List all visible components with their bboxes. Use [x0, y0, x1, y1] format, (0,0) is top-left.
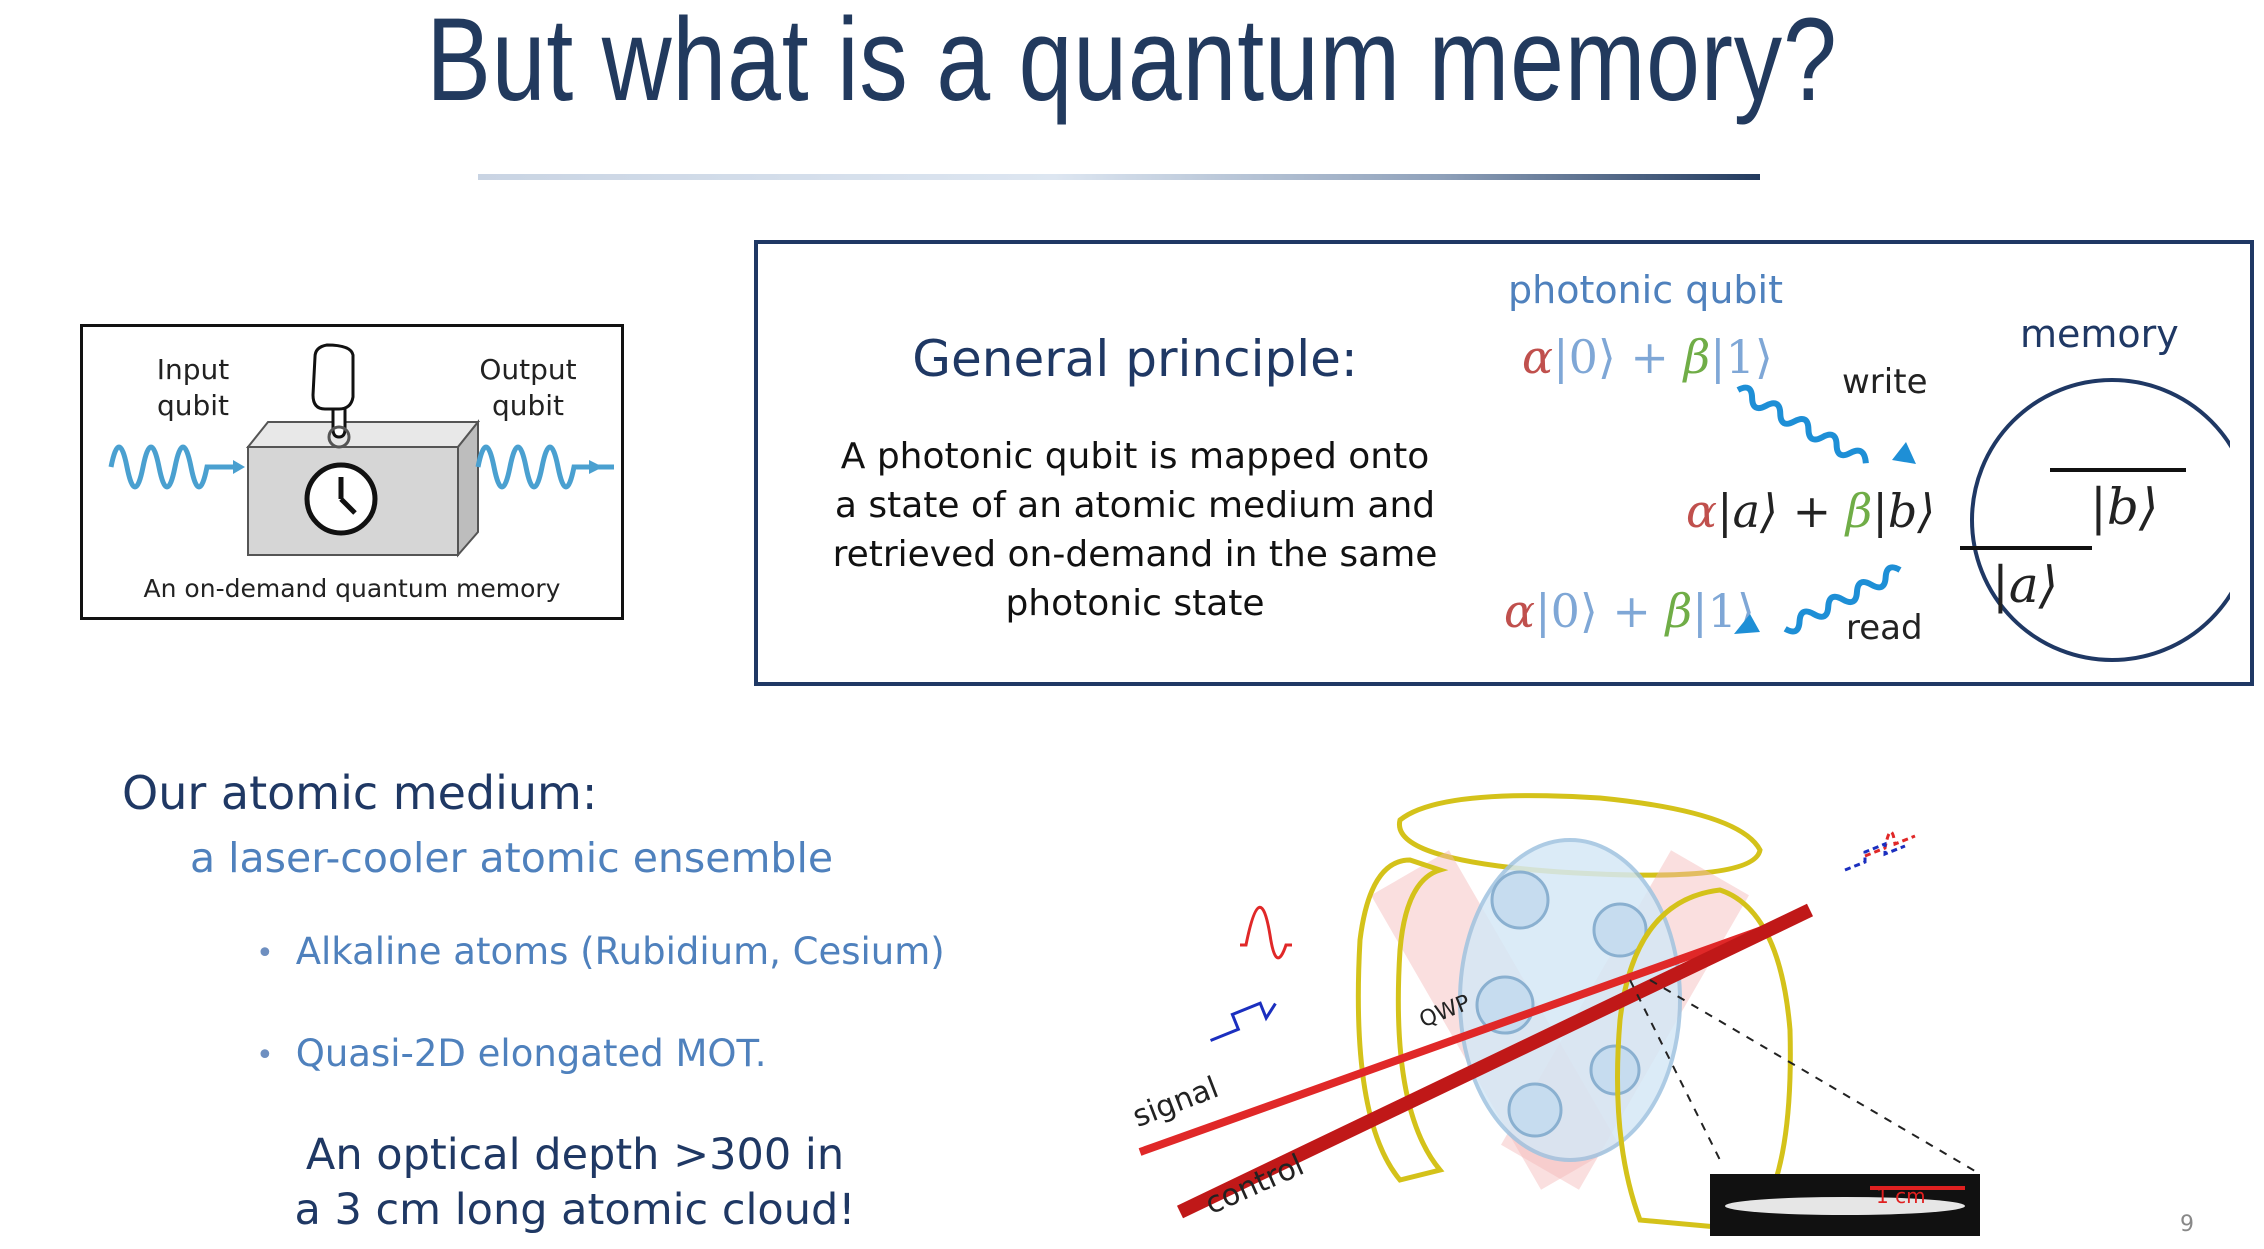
page-number: 9	[2180, 1212, 2194, 1237]
principle-line: a state of an atomic medium and	[834, 485, 1436, 526]
read-wave-arrow	[1783, 564, 1902, 635]
diagram-caption: An on-demand quantum memory	[143, 574, 561, 603]
input-label-line2: qubit	[156, 389, 230, 422]
output-label-line2: qubit	[491, 389, 565, 422]
output-wave	[475, 444, 614, 490]
write-label: write	[1842, 362, 1928, 402]
principle-heading: General principle:	[912, 330, 1358, 388]
bullet-text: Quasi-2D elongated MOT.	[295, 1032, 767, 1075]
output-signal-pulse	[1864, 830, 1916, 858]
principle-panel	[754, 240, 2254, 686]
signal-beam	[1138, 916, 1792, 1156]
input-wave	[108, 444, 237, 490]
bullet-text: Alkaline atoms (Rubidium, Cesium)	[295, 930, 945, 973]
principle-description: A photonic qubit is mapped onto a state …	[820, 432, 1450, 628]
input-photon-state: α|0⟩ + β|1⟩	[1522, 330, 1773, 384]
title-underline	[478, 174, 1760, 180]
control-beam	[1176, 903, 1814, 1219]
signal-pulse	[1240, 906, 1292, 960]
state-a-ket: |a⟩	[1992, 556, 2059, 614]
memory-level-diagram	[1734, 378, 2230, 662]
coil-left	[1355, 857, 1449, 1183]
principle-line: photonic state	[1005, 583, 1265, 624]
experimental-setup-figure	[1138, 793, 1981, 1236]
memory-label: memory	[2020, 312, 2179, 356]
coil-back	[1396, 793, 1763, 878]
clock-icon	[304, 462, 378, 536]
bullet-item: •Quasi-2D elongated MOT.	[256, 1032, 767, 1075]
scale-label: 1 cm	[1876, 1184, 1926, 1208]
principle-line: retrieved on-demand in the same	[832, 534, 1438, 575]
output-control-pulse	[1844, 841, 1906, 872]
output-label-line1: Output	[479, 353, 577, 386]
od-line: An optical depth >300 in	[305, 1130, 845, 1180]
photonic-qubit-label: photonic qubit	[1508, 268, 1783, 312]
pointer-hand-icon	[311, 343, 355, 449]
medium-heading: Our atomic medium:	[122, 766, 598, 820]
slide-title: But what is a quantum memory?	[426, 0, 1838, 126]
write-wave-arrow	[1736, 384, 1869, 464]
quantum-memory-diagram: Input qubit Output qubit An on-demand qu…	[80, 324, 624, 620]
coil-right	[1615, 887, 1793, 1233]
principle-line: A photonic qubit is mapped onto	[840, 436, 1430, 477]
bullet-item: •Alkaline atoms (Rubidium, Cesium)	[256, 930, 945, 973]
optical-depth-callout: An optical depth >300 in a 3 cm long ato…	[290, 1128, 860, 1238]
state-b-ket: |b⟩	[2090, 478, 2159, 536]
medium-subheading: a laser-cooler atomic ensemble	[190, 834, 834, 882]
input-label-line1: Input	[156, 353, 230, 386]
control-pulse	[1209, 1001, 1277, 1042]
od-line: a 3 cm long atomic cloud!	[294, 1185, 856, 1235]
output-photon-state: α|0⟩ + β|1⟩	[1504, 584, 1755, 638]
atomic-state: α|a⟩ + β|b⟩	[1686, 484, 1936, 538]
memory-box-illustration	[108, 343, 614, 558]
read-label: read	[1846, 608, 1923, 648]
